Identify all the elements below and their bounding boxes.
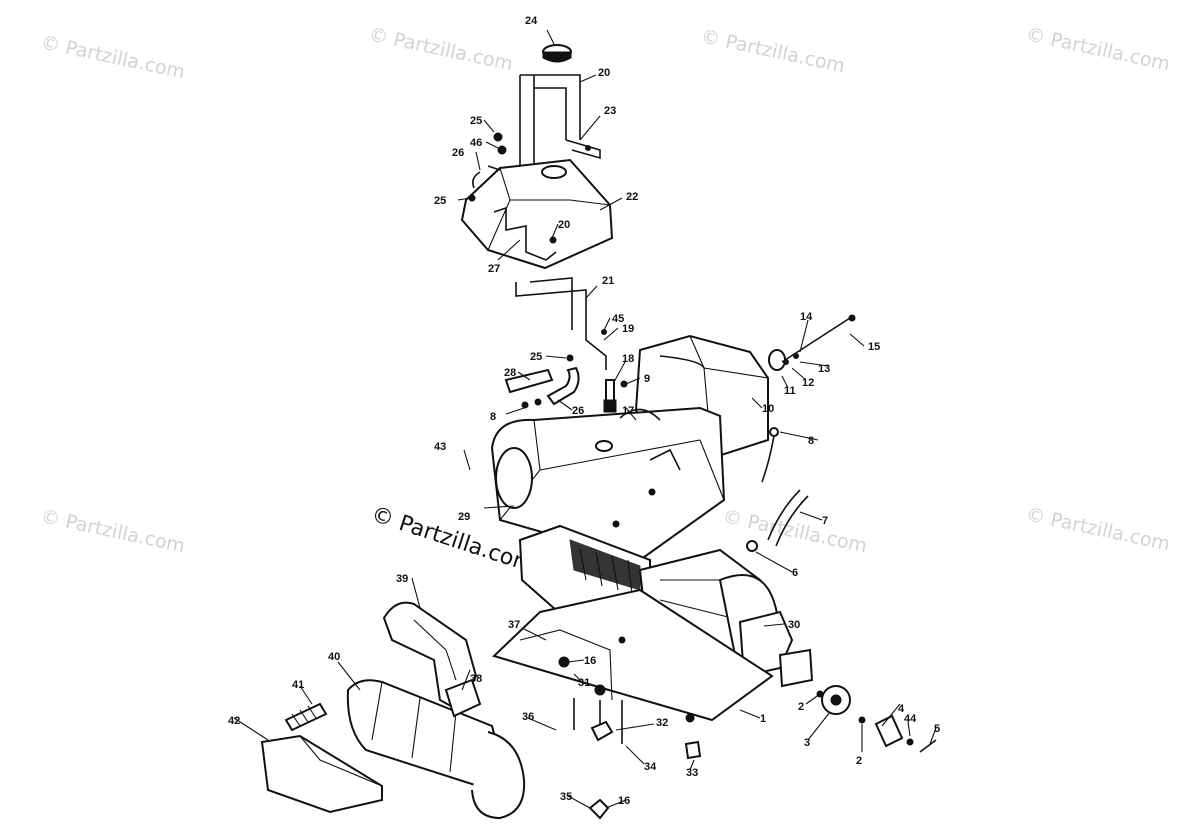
- callout-4: 4: [898, 703, 905, 715]
- callout-16-top: 16: [584, 655, 596, 667]
- callout-15: 15: [868, 341, 880, 353]
- callout-9: 9: [644, 373, 650, 385]
- drive-components: [816, 685, 937, 753]
- callout-42: 42: [228, 715, 240, 727]
- callout-8-right: 8: [808, 435, 814, 447]
- callout-17: 17: [622, 405, 634, 417]
- hoses: [504, 366, 809, 552]
- exhaust-system: [260, 601, 526, 820]
- leader-lines: [233, 29, 937, 809]
- callout-28: 28: [504, 367, 516, 379]
- spark-plug: [603, 379, 628, 413]
- callout-22: 22: [626, 191, 638, 203]
- callout-24: 24: [525, 15, 538, 27]
- callout-31: 31: [578, 677, 590, 689]
- callout-1: 1: [760, 713, 766, 725]
- callout-labels: 24 20 23 25 46 26 22 25 20 27 21 45 19 2…: [228, 15, 940, 807]
- callout-2-upper: 2: [798, 701, 804, 713]
- callout-40: 40: [328, 651, 340, 663]
- callout-36: 36: [522, 711, 534, 723]
- callout-26-top: 26: [452, 147, 464, 159]
- callout-25-low: 25: [530, 351, 542, 363]
- callout-20-mid: 20: [558, 219, 570, 231]
- watermark-mid-center-right: © Partzilla.com: [721, 505, 869, 557]
- callout-7: 7: [822, 515, 828, 527]
- callout-5: 5: [934, 723, 940, 735]
- fuel-tank-assembly: [460, 44, 614, 370]
- callout-6-right: 6: [792, 567, 798, 579]
- callout-32: 32: [656, 717, 668, 729]
- callout-45: 45: [612, 313, 624, 325]
- callout-41: 41: [292, 679, 304, 691]
- callout-34: 34: [644, 761, 657, 773]
- callout-27: 27: [488, 263, 500, 275]
- watermark-top-center-left: © Partzilla.com: [367, 23, 515, 75]
- callout-33: 33: [686, 767, 698, 779]
- callout-10: 10: [762, 403, 774, 415]
- callout-26-low: 26: [572, 405, 584, 417]
- callout-39: 39: [396, 573, 408, 585]
- watermark-mid-right: © Partzilla.com: [1024, 503, 1172, 555]
- callout-12: 12: [802, 377, 814, 389]
- watermark-top-center-right: © Partzilla.com: [699, 25, 847, 77]
- callout-3: 3: [804, 737, 810, 749]
- callout-21: 21: [602, 275, 614, 287]
- callout-37: 37: [508, 619, 520, 631]
- callout-11: 11: [784, 385, 796, 397]
- watermark-mid-left: © Partzilla.com: [39, 505, 187, 557]
- callout-46: 46: [470, 137, 482, 149]
- callout-16-bottom: 16: [618, 795, 630, 807]
- callout-2-lower: 2: [856, 755, 862, 767]
- callout-25-top: 25: [470, 115, 482, 127]
- callout-30-right: 30: [788, 619, 800, 631]
- callout-43: 43: [434, 441, 446, 453]
- callout-29: 29: [458, 511, 470, 523]
- callout-14: 14: [800, 311, 813, 323]
- watermark-top-left: © Partzilla.com: [39, 31, 187, 83]
- callout-38: 38: [470, 673, 482, 685]
- callout-44: 44: [904, 713, 917, 725]
- callout-13: 13: [818, 363, 830, 375]
- watermark-top-right: © Partzilla.com: [1024, 23, 1172, 75]
- callout-19: 19: [622, 323, 634, 335]
- callout-23: 23: [604, 105, 616, 117]
- callout-35: 35: [560, 791, 572, 803]
- callout-20-top: 20: [598, 67, 610, 79]
- callout-18: 18: [622, 353, 634, 365]
- callout-8-left: 8: [490, 411, 496, 423]
- callout-25-mid: 25: [434, 195, 446, 207]
- base-plate: [492, 588, 774, 820]
